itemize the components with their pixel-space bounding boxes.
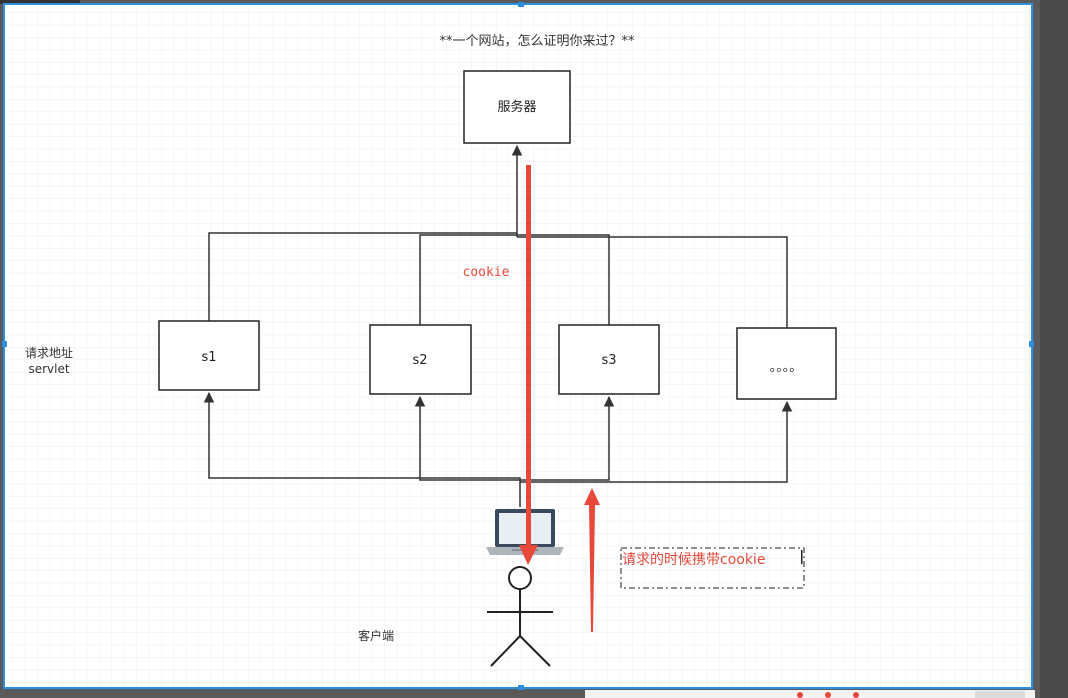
side-label-line2: servlet	[28, 362, 69, 376]
servlet-label-s2: s2	[412, 353, 427, 368]
servlet-label-s1: s1	[201, 350, 216, 365]
servlet-node-s2[interactable]: s2	[369, 324, 472, 395]
client-to-servlet-connectors	[203, 391, 793, 507]
servlet-label-s3: s3	[601, 353, 616, 368]
client-label: 客户端	[358, 628, 394, 643]
resize-handle-top[interactable]	[518, 2, 524, 7]
selection-frame[interactable]	[2, 2, 1034, 690]
cookie-label: cookie	[463, 265, 510, 280]
text-cursor	[801, 550, 803, 564]
servlet-to-server-connectors	[208, 144, 788, 328]
server-node[interactable]: 服务器	[463, 70, 571, 144]
response-arrow	[519, 165, 538, 565]
resize-handle-left[interactable]	[2, 341, 7, 347]
side-label-line1: 请求地址	[25, 346, 73, 360]
request-note[interactable]: 请求的时候携带cookie	[620, 547, 805, 589]
resize-handle-right[interactable]	[1029, 341, 1034, 347]
diagram-title: **一个网站，怎么证明你来过？**	[439, 34, 635, 49]
server-label: 服务器	[497, 99, 536, 115]
resize-handle-bottom[interactable]	[518, 685, 524, 690]
request-note-label: 请求的时候携带cookie	[622, 552, 765, 568]
servlet-node-s3[interactable]: s3	[558, 324, 660, 395]
servlet-node-more[interactable]: 。。。。	[736, 327, 837, 400]
laptop-icon[interactable]	[486, 509, 564, 555]
right-panel-strip	[1040, 0, 1068, 698]
servlet-node-s1[interactable]: s1	[158, 320, 260, 391]
bottom-status-bar	[585, 690, 1035, 698]
client-actor-icon[interactable]	[487, 566, 553, 667]
request-arrow	[584, 488, 600, 632]
servlet-label-more: 。。。。	[770, 360, 803, 375]
top-toolbar-tab	[0, 0, 80, 4]
